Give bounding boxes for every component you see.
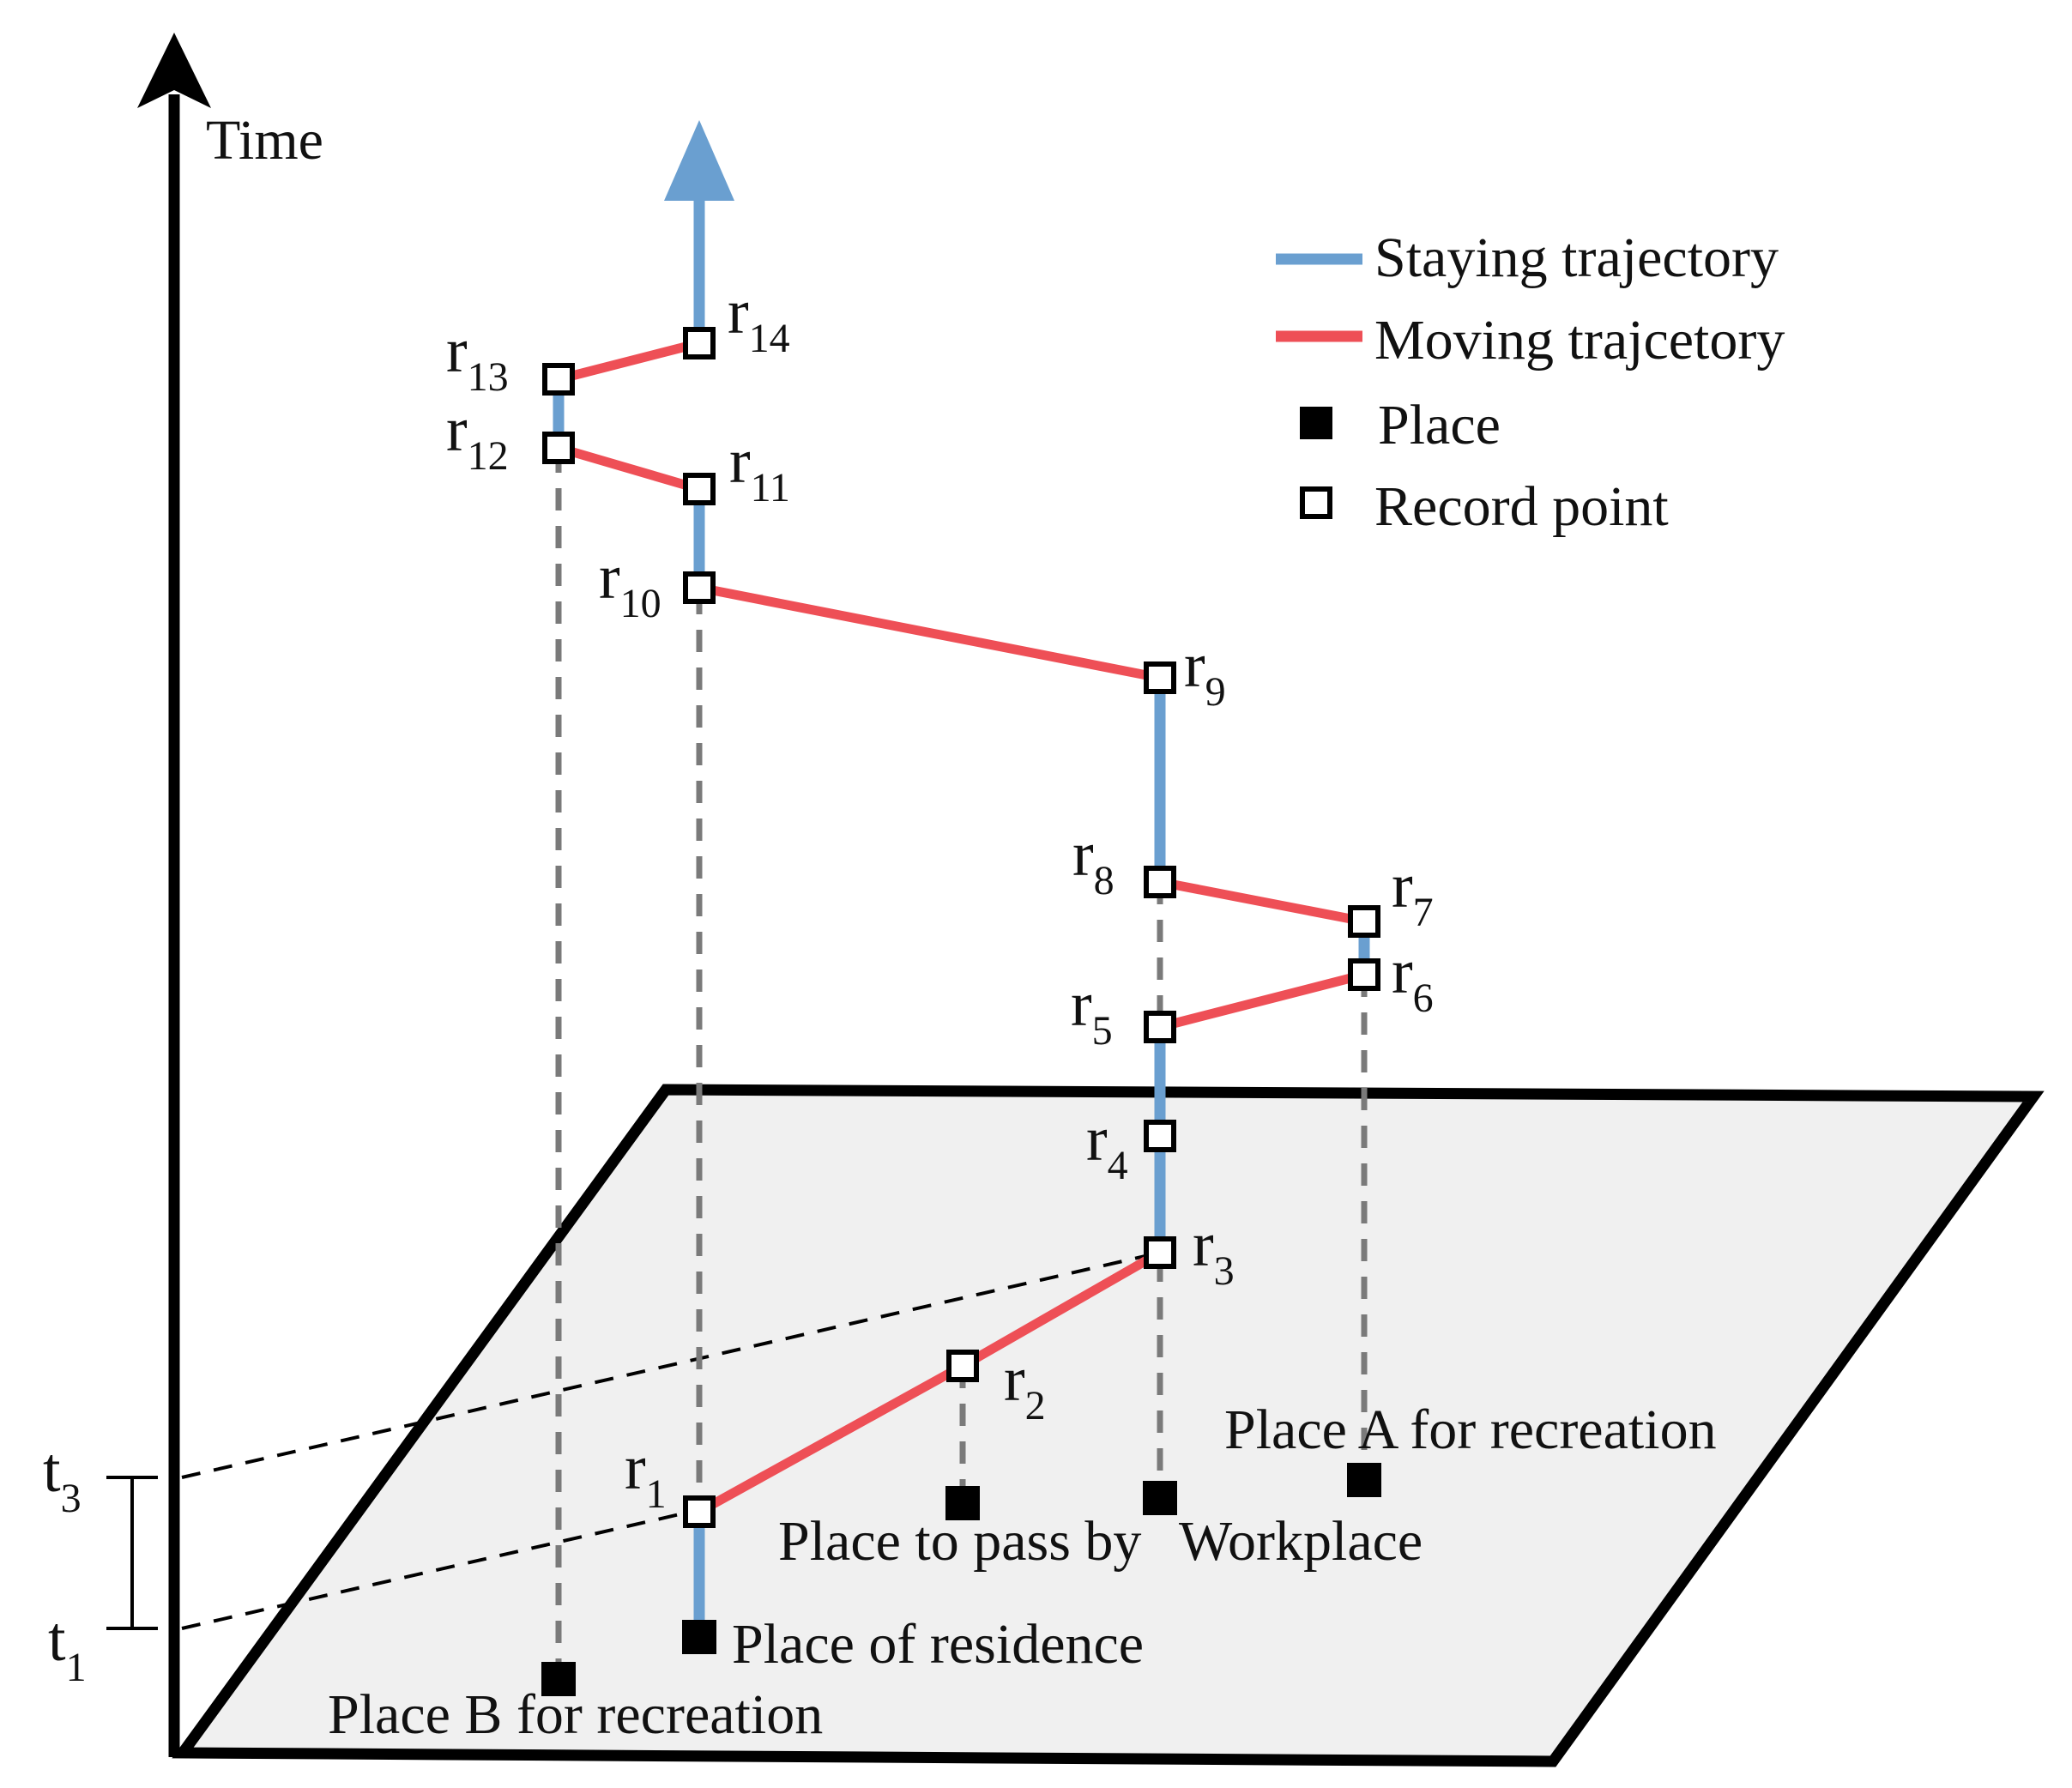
record-point-r13 [542,363,575,396]
place-workplace-label: Workplace [1179,1510,1423,1573]
legend-moving-label: Moving trajcetory [1374,309,1785,371]
record-label-r3: r3 [1193,1210,1235,1294]
record-point-r14 [683,327,716,359]
record-label-r7: r7 [1392,851,1434,935]
legend-record-label: Record point [1374,475,1669,538]
place-residence-marker [682,1620,716,1654]
record-label-r5: r5 [1071,970,1113,1054]
place-pass-by-marker [945,1486,980,1520]
record-point-r2 [946,1350,979,1382]
t1-projection-line [181,1508,699,1630]
move-segment-r11-r12 [553,443,704,494]
record-point-r7 [1348,905,1380,938]
legend-record-swatch [1300,486,1332,519]
t3-projection-line [181,1251,1161,1479]
places [541,1463,1381,1696]
record-point-r3 [1144,1236,1176,1269]
record-label-r9: r9 [1184,631,1226,715]
legend-place-swatch [1300,407,1332,439]
place-a-marker [1347,1463,1381,1497]
record-point-r4 [1144,1120,1176,1152]
time-axis-label: Time [206,109,323,172]
legend-place-label: Place [1378,394,1501,456]
record-label-r6: r6 [1392,937,1434,1021]
record-label-r2: r2 [1004,1344,1046,1429]
place-pass-by-label: Place to pass by [778,1510,1141,1573]
move-segment-r9-r10 [694,583,1165,683]
staying-trajectory-arrowhead [664,120,734,201]
move-segment-r13-r14 [553,338,704,384]
record-point-r1 [683,1495,716,1528]
ground-plane [172,1084,2045,1767]
place-b-marker [541,1662,576,1696]
place-b-label: Place B for recreation [328,1683,823,1746]
record-points [542,327,1380,1528]
record-label-r14: r14 [728,277,790,361]
place-residence-label: Place of residence [732,1613,1144,1676]
record-label-r10: r10 [599,542,661,626]
record-label-r4: r4 [1086,1104,1128,1188]
time-projection-lines [181,1251,1161,1630]
place-workplace-marker [1143,1481,1177,1515]
record-point-r10 [683,571,716,604]
record-point-r5 [1144,1011,1176,1043]
record-point-r9 [1144,661,1176,694]
place-a-label: Place A for recreation [1224,1398,1717,1461]
move-segment-r7-r8 [1155,877,1369,927]
time-axis [137,33,211,1757]
record-label-r12: r12 [446,395,509,479]
record-label-r8: r8 [1072,819,1115,903]
time-interval-bracket [106,1476,158,1630]
record-label-r11: r11 [729,426,790,510]
legend-staying-label: Staying trajectory [1374,227,1779,289]
t3-label: t3 [43,1435,82,1521]
record-point-r12 [542,432,575,464]
time-axis-arrowhead [137,33,211,108]
record-label-r13: r13 [446,316,509,400]
legend: Staying trajectory Moving trajcetory Pla… [1276,227,1785,538]
record-point-r8 [1144,866,1176,898]
drop-lines [555,450,1368,1664]
record-point-r11 [683,473,716,505]
record-point-r6 [1348,958,1380,991]
record-label-r1: r1 [625,1433,667,1517]
move-segment-r5-r6 [1155,970,1369,1032]
t1-label: t1 [48,1604,87,1690]
